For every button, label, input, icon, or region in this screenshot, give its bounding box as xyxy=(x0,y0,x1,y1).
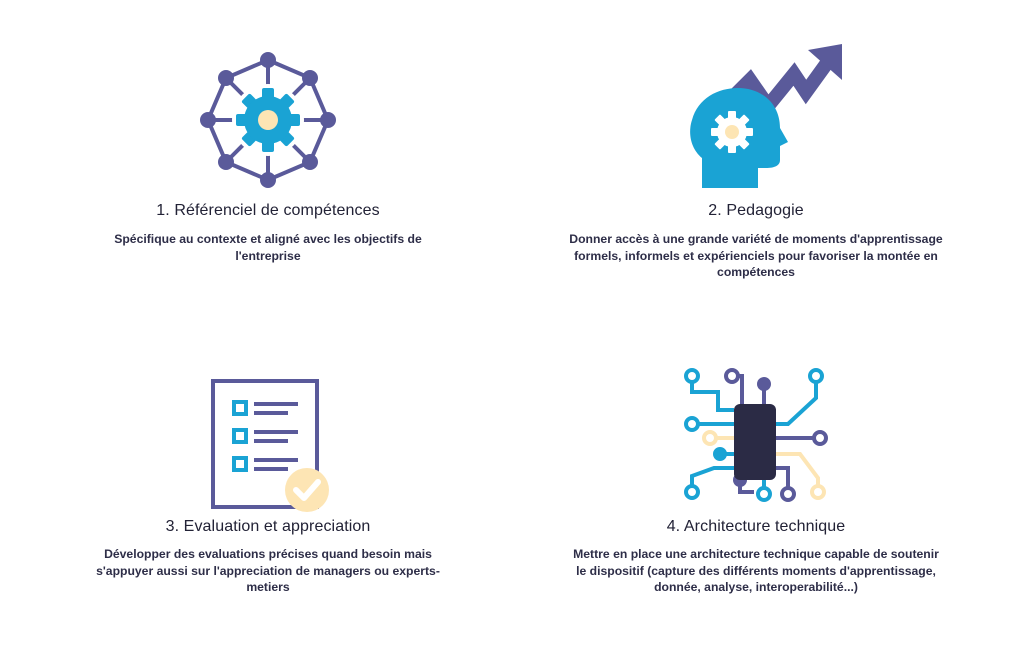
card-title: 1. Référenciel de compétences xyxy=(156,202,380,219)
card-evaluation: 3. Evaluation et appreciation Développer… xyxy=(80,360,456,630)
card-title: 2. Pedagogie xyxy=(708,202,804,219)
card-description: Développer des evaluations précises quan… xyxy=(96,547,440,594)
card-description: Mettre en place une architecture techniq… xyxy=(573,547,939,594)
card-description: Spécifique au contexte et aligné avec le… xyxy=(114,232,422,263)
card-title: 3. Evaluation et appreciation xyxy=(165,518,371,535)
network-gear-icon xyxy=(200,52,336,188)
card-description: Donner accès à une grande variété de mom… xyxy=(569,232,943,279)
circuit-chip-icon xyxy=(684,368,828,502)
card-pedagogie: 2. Pedagogie Donner accès à une grande v… xyxy=(568,40,944,300)
card-title: 4. Architecture technique xyxy=(666,518,846,535)
head-gear-growth-icon xyxy=(690,44,842,188)
card-referenciel: 1. Référenciel de compétences Spécifique… xyxy=(80,40,456,300)
checklist-icon xyxy=(211,379,329,512)
card-architecture: 4. Architecture technique Mettre en plac… xyxy=(568,360,944,630)
